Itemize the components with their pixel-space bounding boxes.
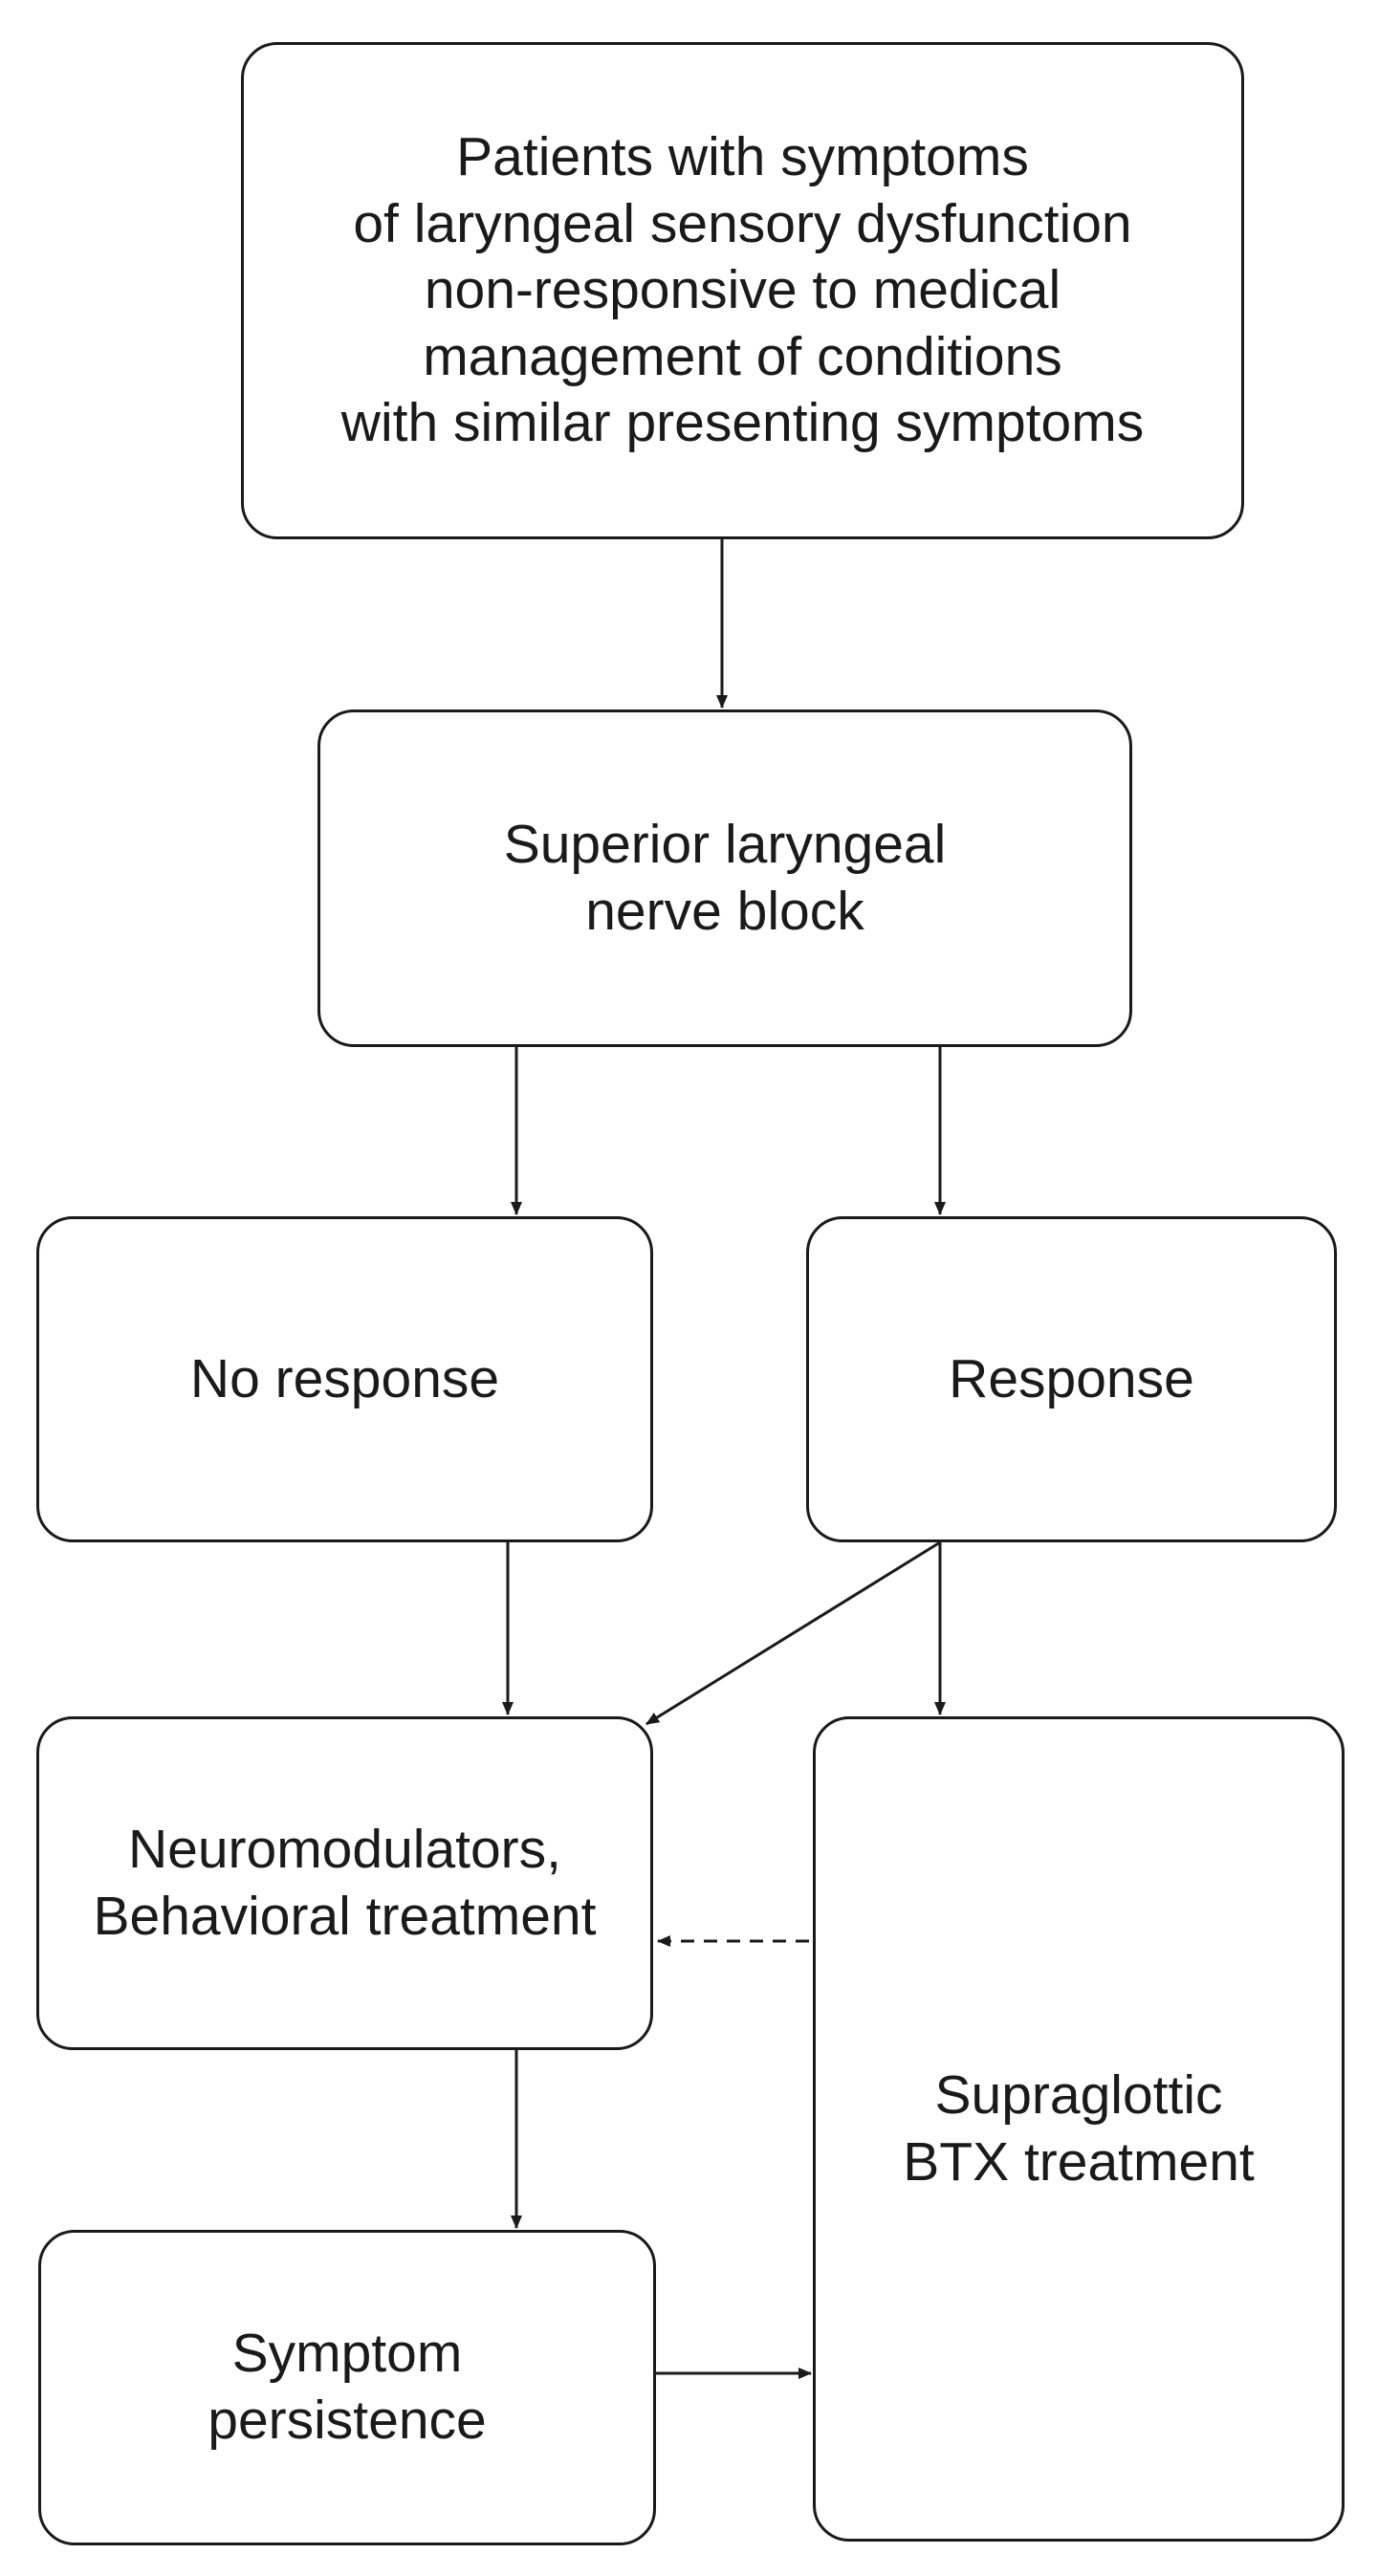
start-node-text: Patients with symptoms of laryngeal sens… [340, 126, 1145, 454]
response-node: Response [806, 1216, 1337, 1542]
nerve-block-node: Superior laryngeal nerve block [317, 709, 1132, 1047]
arrow-resp-to-neuro [645, 1540, 941, 1726]
no-response-node-text: No response [189, 1347, 500, 1409]
symptom-persistence-node-text: Symptom persistence [208, 2323, 487, 2451]
symptom-persistence-node: Symptom persistence [38, 2230, 656, 2545]
neuromodulators-node: Neuromodulators, Behavioral treatment [36, 1716, 653, 2050]
response-node-text: Response [949, 1347, 1194, 1409]
edges-layer [502, 539, 946, 2379]
neuromodulators-node-text: Neuromodulators, Behavioral treatment [93, 1818, 597, 1947]
nerve-block-node-text: Superior laryngeal nerve block [503, 813, 947, 942]
btx-treatment-node: Supraglottic BTX treatment [813, 1716, 1345, 2542]
btx-treatment-node-text: Supraglottic BTX treatment [903, 2063, 1255, 2193]
no-response-node: No response [36, 1216, 653, 1542]
start-node: Patients with symptoms of laryngeal sens… [241, 42, 1244, 539]
